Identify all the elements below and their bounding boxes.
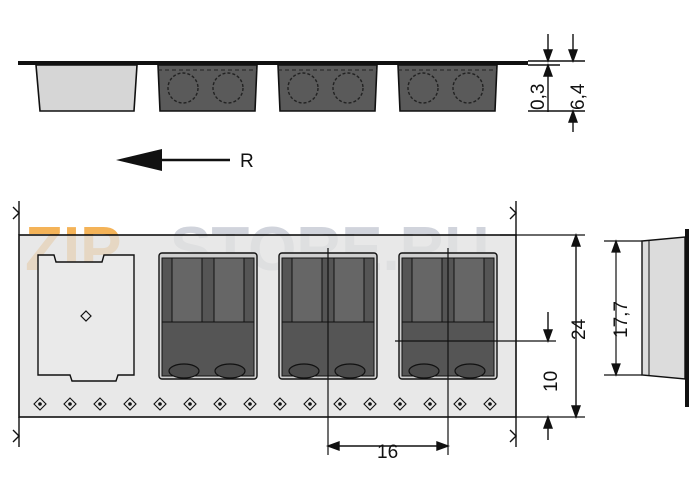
sprocket-hole bbox=[183, 397, 197, 411]
sprocket-hole bbox=[33, 397, 47, 411]
side-view-empty-pocket bbox=[35, 64, 138, 112]
sprocket-hole bbox=[93, 397, 107, 411]
sprocket-hole bbox=[243, 397, 257, 411]
sprocket-hole bbox=[483, 397, 497, 411]
filled-pocket bbox=[158, 252, 258, 380]
side-view-filled-pocket bbox=[397, 64, 498, 112]
dimension-0-3: 0,3 bbox=[528, 84, 549, 110]
sprocket-row bbox=[33, 397, 497, 411]
dimension-10: 10 bbox=[541, 371, 562, 392]
sprocket-hole bbox=[153, 397, 167, 411]
dimension-6-4: 6,4 bbox=[568, 83, 589, 110]
side-view-filled-pocket bbox=[157, 64, 258, 112]
sprocket-hole bbox=[303, 397, 317, 411]
empty-pocket bbox=[37, 254, 135, 382]
sprocket-hole bbox=[273, 397, 287, 411]
sprocket-hole bbox=[453, 397, 467, 411]
sprocket-hole bbox=[123, 397, 137, 411]
top-view-dimensions bbox=[325, 232, 581, 451]
side-view-filled-pocket bbox=[277, 64, 378, 112]
direction-label: R bbox=[240, 151, 254, 172]
sprocket-hole bbox=[213, 397, 227, 411]
side-view-dimensions bbox=[528, 34, 585, 132]
tape-break-right bbox=[509, 201, 517, 447]
dimension-17-7: 17,7 bbox=[611, 301, 632, 338]
tape-break-left bbox=[12, 201, 20, 447]
tape-top-view bbox=[12, 201, 585, 455]
sprocket-hole bbox=[63, 397, 77, 411]
end-view bbox=[604, 229, 689, 407]
pitch-center-lines bbox=[327, 234, 585, 455]
side-view-tape bbox=[18, 61, 528, 65]
side-view: 0,3 6,4 bbox=[18, 34, 589, 132]
dimension-16: 16 bbox=[377, 442, 398, 463]
feed-direction-arrow bbox=[116, 149, 230, 171]
sprocket-hole bbox=[333, 397, 347, 411]
sprocket-hole bbox=[363, 397, 377, 411]
sprocket-hole bbox=[423, 397, 437, 411]
dimension-24: 24 bbox=[569, 318, 590, 340]
sprocket-hole bbox=[393, 397, 407, 411]
end-view-tape bbox=[685, 229, 689, 407]
